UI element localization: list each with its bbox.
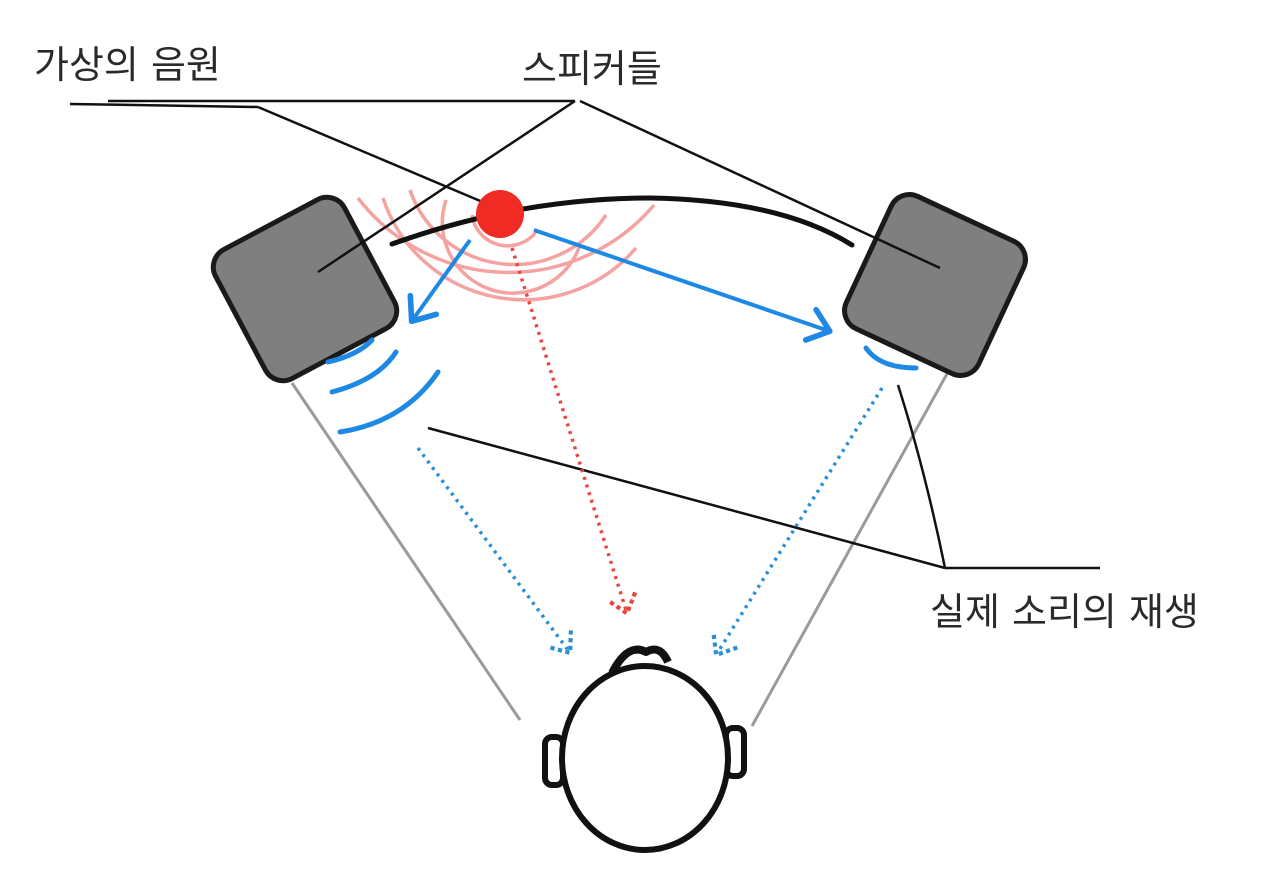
real-playback-label: 실제 소리의 재생 <box>930 590 1199 634</box>
dotted-arrow-left-to-listener <box>416 446 568 650</box>
virtual-source-leader-line <box>69 102 486 205</box>
speakers-label: 스피커들 <box>522 47 662 91</box>
left-speaker <box>210 194 400 384</box>
arrow-to-left-speaker <box>407 238 472 325</box>
left-guide-line <box>290 382 522 721</box>
virtual-source-dot <box>476 190 524 238</box>
arrow-to-right-speaker <box>533 228 833 343</box>
speaker-arc <box>389 195 855 248</box>
real-playback-leader-lines <box>427 384 1100 570</box>
listener-head <box>542 645 747 853</box>
dotted-arrow-virtual-to-listener <box>510 247 626 610</box>
virtual-source-label: 가상의 음원 <box>34 43 221 87</box>
right-guide-line <box>750 371 950 727</box>
left-speaker-wavefronts <box>325 337 441 435</box>
right-speaker <box>842 192 1028 378</box>
right-speaker-wavefronts <box>863 345 919 371</box>
dotted-arrow-right-to-listener <box>718 387 884 652</box>
